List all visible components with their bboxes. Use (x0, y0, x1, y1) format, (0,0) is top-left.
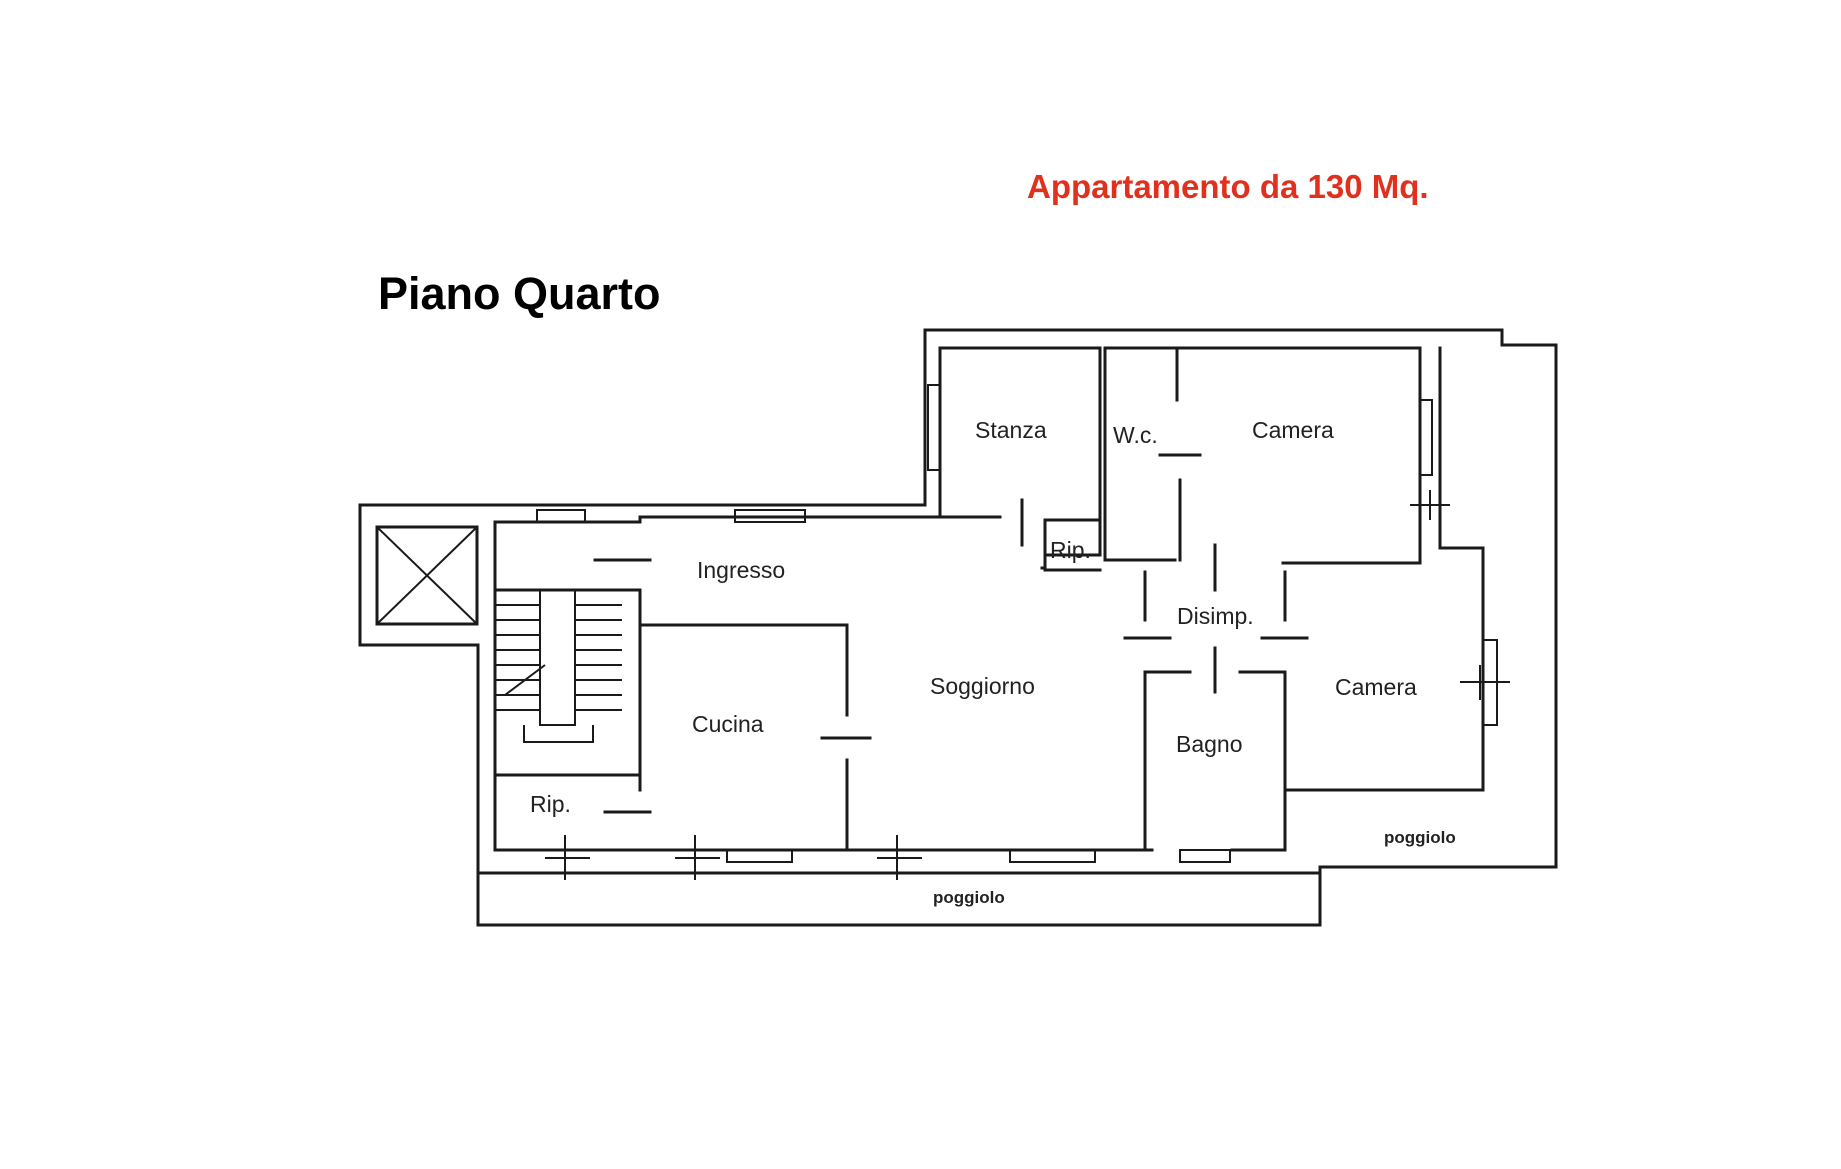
room-label-camera-right: Camera (1335, 674, 1417, 700)
room-label-wc: W.c. (1113, 422, 1158, 448)
outer-perimeter (358, 328, 1558, 927)
room-label-soggiorno: Soggiorno (930, 673, 1035, 699)
lift-shaft (375, 525, 479, 626)
room-label-disimp: Disimp. (1177, 603, 1254, 629)
apartment-size-heading: Appartamento da 130 Mq. (1027, 168, 1429, 205)
room-label-camera-top: Camera (1252, 417, 1334, 443)
room-label-ingresso: Ingresso (697, 557, 785, 583)
interior-walls (375, 346, 1510, 880)
room-label-stanza: Stanza (975, 417, 1047, 443)
balcony-label-right: poggiolo (1384, 828, 1456, 847)
staircase (495, 590, 622, 743)
balcony-label-bottom: poggiolo (933, 888, 1005, 907)
floor-title: Piano Quarto (378, 268, 661, 319)
room-label-rip-top: Rip. (1050, 537, 1091, 563)
room-label-cucina: Cucina (692, 711, 764, 737)
room-label-rip-bottom: Rip. (530, 791, 571, 817)
room-label-bagno: Bagno (1176, 731, 1243, 757)
